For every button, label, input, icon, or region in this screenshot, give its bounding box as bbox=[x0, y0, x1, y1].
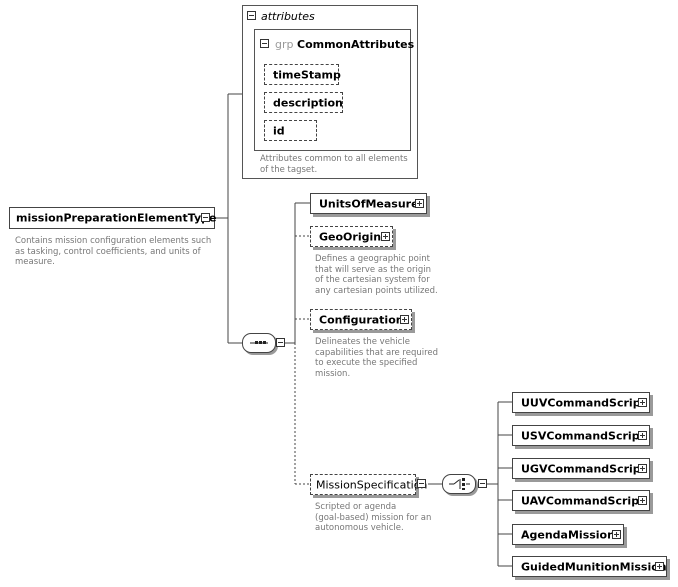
element-usv-command-script[interactable]: USVCommandScript bbox=[512, 425, 650, 446]
expand-icon[interactable] bbox=[381, 232, 390, 241]
sequence-compositor[interactable] bbox=[242, 333, 276, 353]
attributes-panel: attributes grp CommonAttributes timeStam… bbox=[242, 5, 418, 179]
collapse-icon[interactable] bbox=[478, 479, 487, 488]
attribute-id[interactable]: id bbox=[264, 120, 317, 141]
collapse-icon[interactable] bbox=[201, 213, 210, 222]
root-element[interactable]: missionPreparationElementType bbox=[9, 207, 216, 229]
element-guided-munition-mission[interactable]: GuidedMunitionMission bbox=[512, 556, 667, 577]
mission-specification-note: Scripted or agenda(goal-based) mission f… bbox=[315, 502, 432, 533]
collapse-icon[interactable] bbox=[417, 479, 426, 488]
choice-compositor[interactable] bbox=[442, 474, 476, 494]
group-name: CommonAttributes bbox=[297, 38, 415, 51]
element-configuration[interactable]: Configuration bbox=[310, 309, 412, 330]
expand-icon[interactable] bbox=[415, 199, 424, 208]
collapse-icon[interactable] bbox=[276, 338, 285, 347]
element-uuv-command-script[interactable]: UUVCommandScript bbox=[512, 392, 650, 413]
collapse-icon[interactable] bbox=[247, 11, 256, 20]
group-prefix: grp bbox=[275, 38, 294, 51]
attribute-group: grp CommonAttributes timeStamp descripti… bbox=[254, 29, 415, 151]
root-note: Contains mission configuration elements … bbox=[15, 236, 212, 267]
attribute-timestamp[interactable]: timeStamp bbox=[264, 64, 341, 85]
element-mission-specification[interactable]: MissionSpecification bbox=[310, 474, 427, 495]
expand-icon[interactable] bbox=[612, 530, 621, 539]
expand-icon[interactable] bbox=[638, 464, 647, 473]
attribute-description[interactable]: description bbox=[264, 92, 343, 113]
collapse-icon[interactable] bbox=[260, 39, 269, 48]
element-ugv-command-script[interactable]: UGVCommandScript bbox=[512, 458, 650, 479]
expand-icon[interactable] bbox=[638, 431, 647, 440]
element-agenda-mission[interactable]: AgendaMission bbox=[512, 524, 624, 545]
element-uav-command-script[interactable]: UAVCommandScript bbox=[512, 490, 650, 511]
expand-icon[interactable] bbox=[400, 315, 409, 324]
element-units-of-measure[interactable]: UnitsOfMeasure bbox=[310, 193, 427, 214]
expand-icon[interactable] bbox=[638, 398, 647, 407]
expand-icon[interactable] bbox=[638, 496, 647, 505]
expand-icon[interactable] bbox=[655, 562, 664, 571]
element-geo-origin[interactable]: GeoOrigin bbox=[310, 226, 393, 247]
attributes-title: attributes bbox=[261, 10, 315, 23]
